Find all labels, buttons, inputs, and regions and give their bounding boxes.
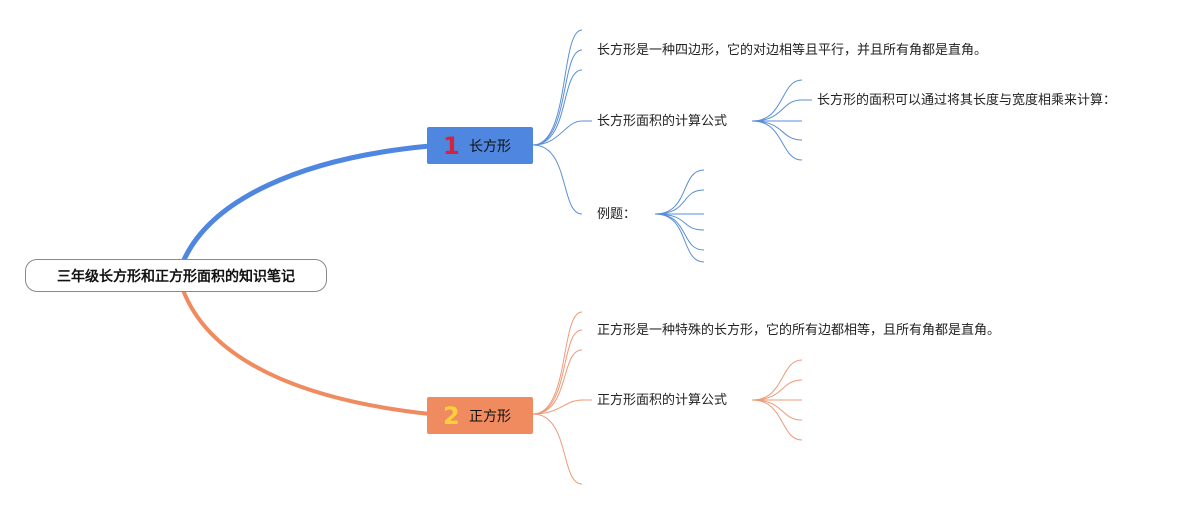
rectangle-formula[interactable]: 长方形面积的计算公式 (597, 114, 728, 129)
rectangle-formula-detail[interactable]: 长方形的面积可以通过将其长度与宽度相乘来计算： (817, 93, 1117, 108)
branch-square[interactable]: 2 正方形 (427, 397, 533, 434)
rectangle-definition[interactable]: 长方形是一种四边形，它的对边相等且平行，并且所有角都是直角。 (597, 43, 988, 58)
square-formula[interactable]: 正方形面积的计算公式 (597, 393, 728, 408)
trunk-orange (181, 288, 432, 416)
square-definition[interactable]: 正方形是一种特殊的长方形，它的所有边都相等，且所有角都是直角。 (597, 323, 1001, 338)
blue-branch-lines (532, 29, 812, 263)
branch-square-label: 正方形 (469, 408, 511, 425)
branch-rectangle-label: 长方形 (469, 138, 511, 155)
number-badge-1: 1 (443, 131, 460, 160)
trunk-blue (180, 143, 433, 265)
number-badge-2: 2 (443, 401, 460, 430)
rectangle-example[interactable]: 例题： (597, 207, 637, 222)
root-topic[interactable]: 三年级长方形和正方形面积的知识笔记 (25, 259, 327, 292)
branch-rectangle[interactable]: 1 长方形 (427, 127, 533, 164)
root-topic-label: 三年级长方形和正方形面积的知识笔记 (57, 268, 295, 285)
orange-branch-lines (532, 311, 803, 485)
